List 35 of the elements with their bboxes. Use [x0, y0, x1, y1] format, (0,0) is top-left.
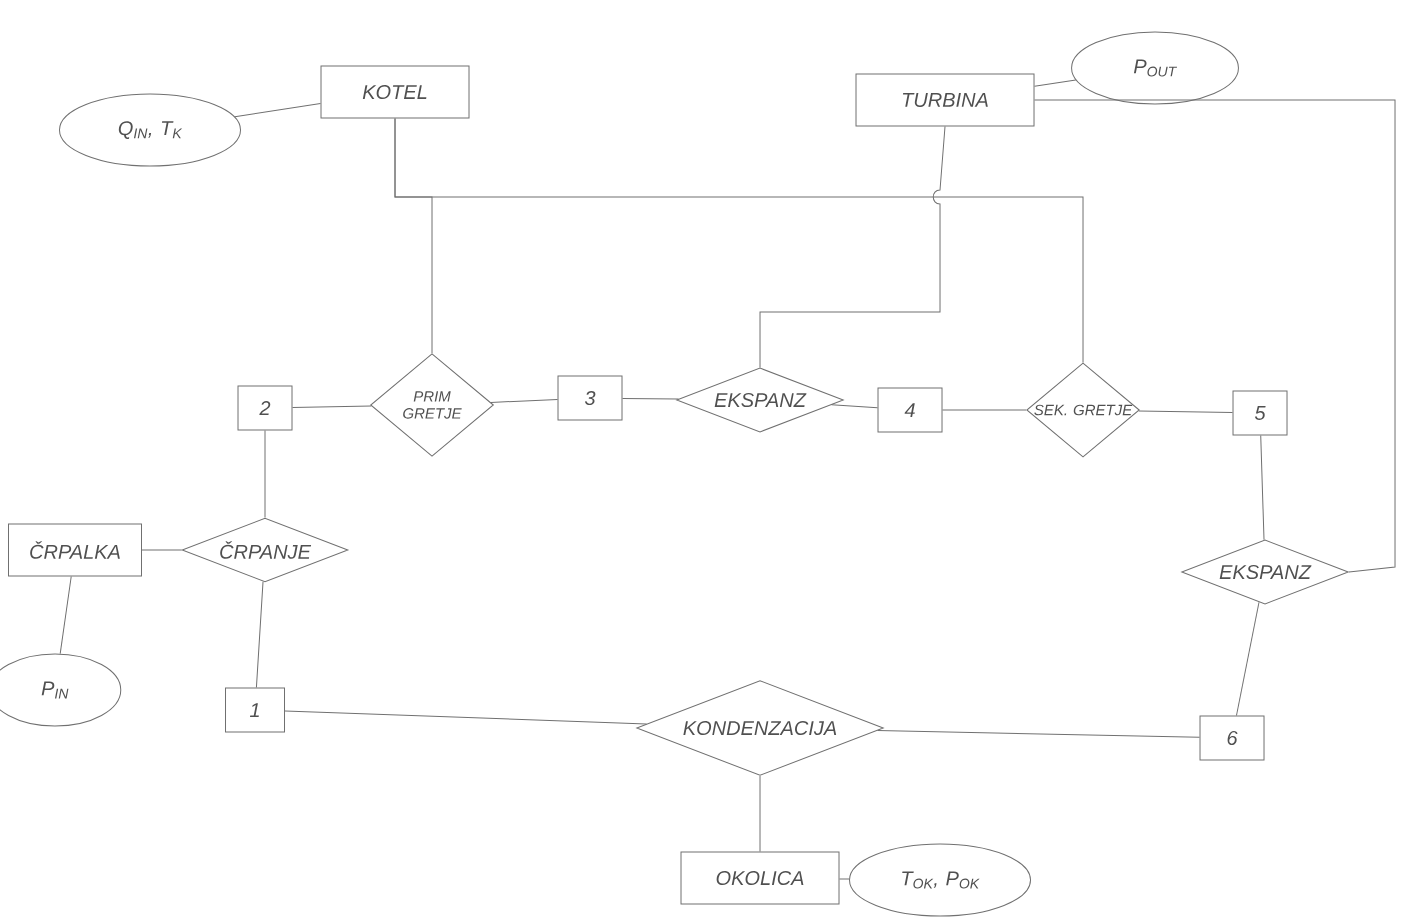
connector-line: [942, 409, 1027, 411]
connector-line: [1138, 410, 1233, 414]
ellipse-attribute: P$_{IN}$: [0, 653, 122, 727]
state-box: 4: [877, 387, 943, 433]
ellipse-attribute: P$_{OUT}$: [1071, 31, 1239, 105]
connector-line: [1260, 435, 1265, 541]
connector-line: [831, 404, 878, 409]
connector-line: [141, 549, 182, 551]
connector-line: [1236, 601, 1260, 716]
connector-line: [394, 118, 1084, 364]
connector-line: [234, 103, 321, 118]
ellipse-attribute: Q$_{IN}$, T$_{K}$: [59, 93, 241, 167]
connector-line: [255, 581, 264, 688]
connector-line: [284, 710, 648, 725]
entity-box: ČRPALKA: [8, 523, 142, 577]
state-box: 3: [557, 375, 623, 421]
connector-line: [292, 405, 372, 408]
state-box: 5: [1232, 390, 1288, 436]
state-box: 2: [237, 385, 293, 431]
connector-line: [759, 126, 946, 368]
entity-box: TURBINA: [855, 73, 1035, 127]
connector-line: [1034, 99, 1396, 573]
ellipse-attribute: T$_{OK}$, P$_{OK}$: [849, 843, 1031, 917]
connector-line: [877, 730, 1200, 738]
entity-box: KOTEL: [320, 65, 470, 119]
state-box: 6: [1199, 715, 1265, 761]
connector-line: [622, 397, 680, 400]
connector-line: [490, 398, 558, 403]
connector-line: [59, 576, 72, 655]
connector-line: [1034, 79, 1077, 87]
state-box: 1: [225, 687, 285, 733]
connector-line: [264, 430, 266, 519]
connector-line: [839, 878, 850, 880]
entity-box: OKOLICA: [680, 851, 840, 905]
connector-line: [759, 775, 761, 852]
